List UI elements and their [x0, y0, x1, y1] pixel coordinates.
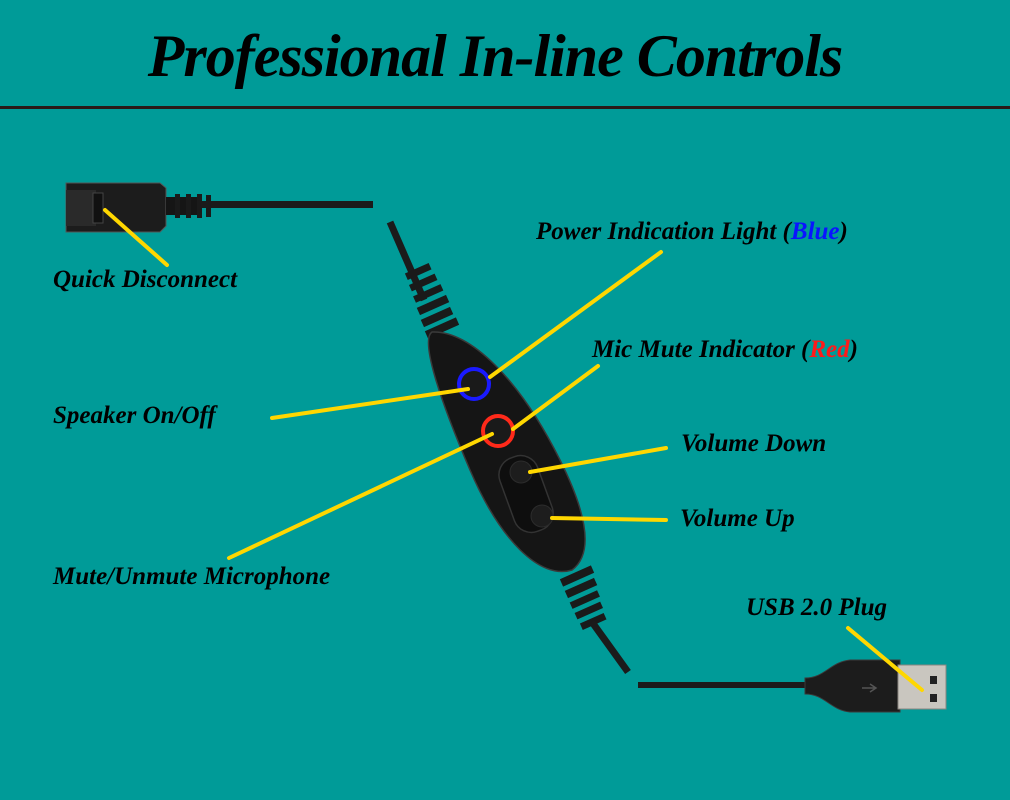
label-mute-indicator-color-word: Red	[809, 336, 850, 363]
leader-mic-mute-indicator	[511, 364, 600, 431]
label-speaker-on-off: Speaker On/Off	[53, 402, 216, 429]
mute-indicator-ring	[481, 414, 515, 448]
leader-speaker	[270, 387, 470, 420]
label-mic-mute-indicator: Mic Mute Indicator (Red)	[592, 336, 858, 364]
label-usb-plug: USB 2.0 Plug	[746, 594, 888, 621]
label-mute-indicator-close: )	[849, 336, 858, 363]
control-cable	[386, 220, 631, 675]
leader-lines	[103, 208, 924, 692]
label-mute-indicator-text: Mic Mute Indicator (	[592, 336, 810, 363]
label-mute-unmute-microphone: Mute/Unmute Microphone	[53, 563, 331, 590]
leader-quick-disconnect	[103, 208, 169, 267]
label-volume-up: Volume Up	[680, 505, 795, 532]
label-volume-down: Volume Down	[681, 430, 827, 457]
title-divider	[0, 106, 1010, 109]
label-power-indication-light: Power Indication Light (Blue)	[536, 218, 848, 246]
leader-usb-plug	[846, 626, 924, 692]
leader-volume-down	[528, 446, 668, 474]
usb-plug	[638, 659, 947, 713]
power-light-ring	[457, 367, 491, 401]
label-quick-disconnect: Quick Disconnect	[53, 266, 238, 293]
label-power-close: )	[839, 218, 848, 245]
label-power-text: Power Indication Light (	[536, 218, 791, 245]
page-title: Professional In-line Controls	[147, 23, 844, 89]
quick-disconnect-connector	[65, 182, 373, 233]
leader-mute-mic	[227, 432, 494, 560]
label-power-color-word: Blue	[790, 218, 840, 245]
leader-power-light	[488, 250, 663, 379]
leader-volume-up	[550, 516, 668, 522]
